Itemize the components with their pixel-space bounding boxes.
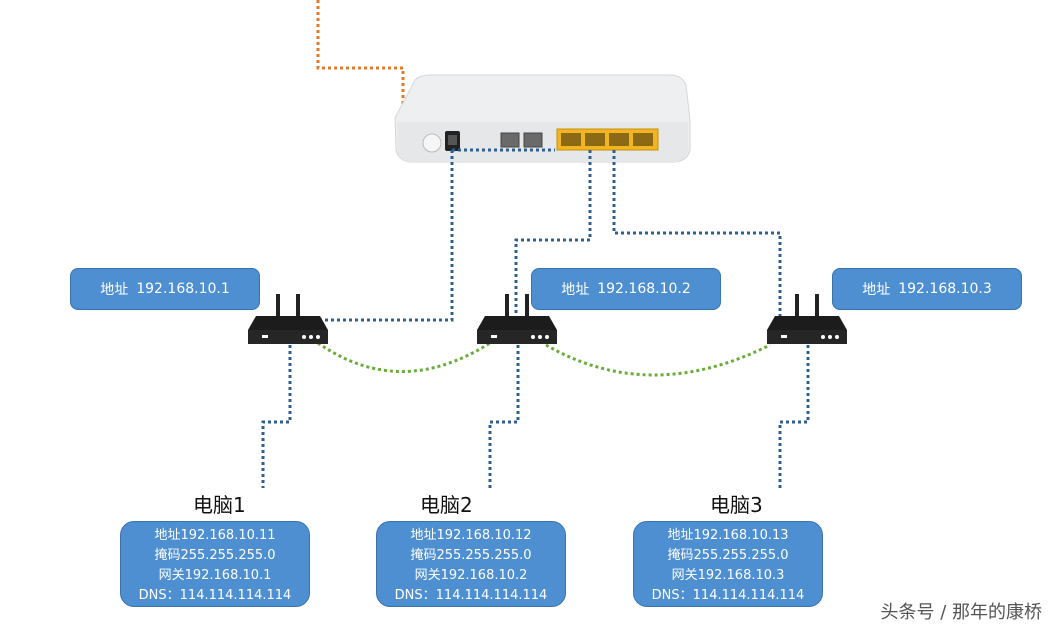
pc-3-address: 地址192.168.10.13 (667, 528, 789, 543)
pc-2-title: 电脑2 (420, 493, 473, 517)
router-1-address-label: 地址 (100, 282, 129, 298)
pc-line-3 (778, 345, 810, 488)
router-3-ip: 192.168.10.3 (898, 281, 992, 297)
router-2-address-label: 地址 (561, 282, 590, 298)
router-3-address-box: 地址 192.168.10.3 (832, 268, 1022, 310)
watermark: 头条号 / 那年的康桥 (880, 602, 1042, 623)
pc-3-mask: 掩码255.255.255.0 (667, 548, 789, 563)
wan-line (316, 0, 405, 135)
router-2-ip: 192.168.10.2 (597, 281, 691, 297)
router-1-ip: 192.168.10.1 (136, 281, 230, 297)
pc-3-config-box: 地址192.168.10.13 掩码255.255.255.0 网关192.16… (633, 521, 823, 607)
mesh-link-2-3 (545, 343, 771, 377)
pc-1-mask: 掩码255.255.255.0 (154, 548, 276, 563)
pc-3-title: 电脑3 (710, 493, 763, 517)
pc-2-mask: 掩码255.255.255.0 (410, 548, 532, 563)
pc-1-address: 地址192.168.10.11 (154, 528, 276, 543)
pc-3-gateway: 网关192.168.10.3 (671, 568, 785, 583)
modem-icon (394, 74, 691, 163)
pc-line-2 (488, 345, 520, 488)
pc-1-gateway: 网关192.168.10.1 (158, 568, 272, 583)
pc-2-address: 地址192.168.10.12 (410, 528, 532, 543)
pc-1-config-box: 地址192.168.10.11 掩码255.255.255.0 网关192.16… (120, 521, 310, 607)
lan-line-2 (514, 150, 592, 315)
router-icon (767, 294, 847, 344)
router-icon (477, 294, 557, 344)
pc-2-dns: DNS：114.114.114.114 (394, 588, 548, 603)
mesh-link-1-2 (317, 341, 491, 373)
router-2-address-box: 地址 192.168.10.2 (531, 268, 721, 310)
pc-3-dns: DNS：114.114.114.114 (651, 588, 805, 603)
pc-1-title: 电脑1 (193, 493, 246, 517)
pc-2-gateway: 网关192.168.10.2 (414, 568, 528, 583)
lan-line-1 (300, 150, 454, 322)
router-icon (248, 294, 328, 344)
router-3-address-label: 地址 (862, 282, 891, 298)
pc-2-config-box: 地址192.168.10.12 掩码255.255.255.0 网关192.16… (376, 521, 566, 607)
router-1-address-box: 地址 192.168.10.1 (70, 268, 260, 310)
pc-line-1 (261, 345, 292, 488)
pc-1-dns: DNS：114.114.114.114 (138, 588, 292, 603)
